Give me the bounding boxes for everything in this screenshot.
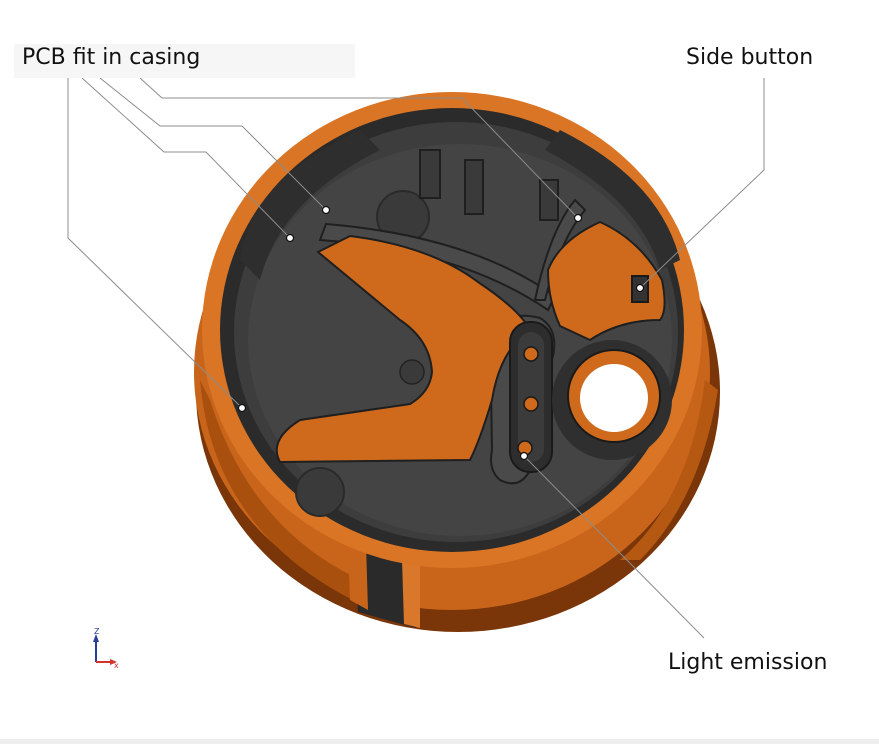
pcb-label-background [14, 44, 355, 78]
leader-dots [237, 205, 645, 461]
light-guide [509, 321, 553, 473]
bottom-border [0, 739, 879, 744]
leader-lines [67, 77, 765, 639]
axis-triad: Z x [93, 627, 119, 670]
axis-x-label: x [114, 661, 119, 670]
light-emission-label: Light emission [668, 650, 828, 675]
pcb-regions [275, 220, 666, 464]
side-button-label: Side button [686, 45, 814, 70]
round-boss [552, 340, 672, 460]
pcb-fit-label: PCB fit in casing [22, 45, 201, 70]
axis-z-label: Z [94, 627, 100, 636]
